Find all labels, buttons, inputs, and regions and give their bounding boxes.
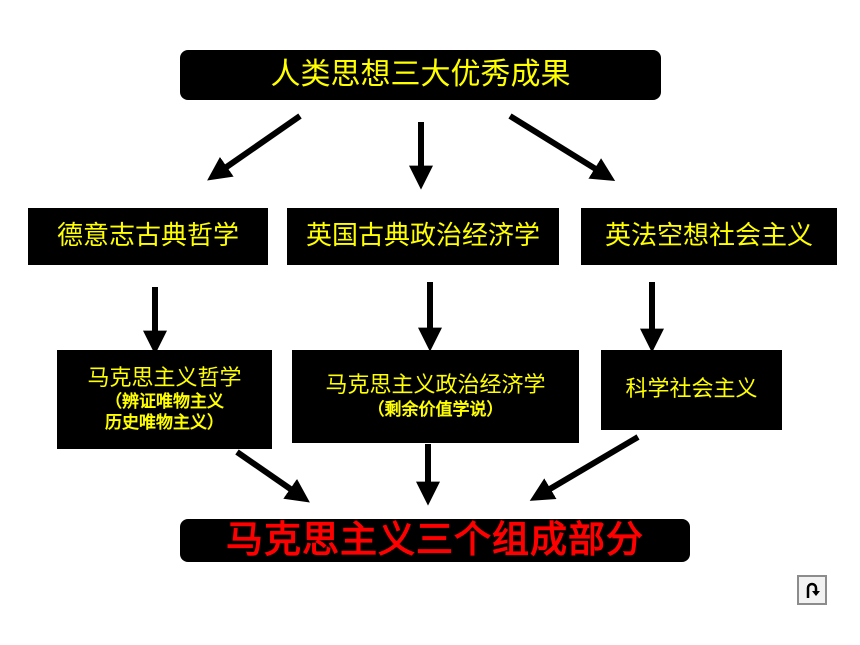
arrow-top-to-philosophy	[207, 113, 302, 181]
result-box-philosophy: 马克思主义哲学 （辨证唯物主义 历史唯物主义）	[57, 350, 272, 449]
result-note: （剩余价值学说）	[367, 399, 504, 420]
result-note: 历史唯物主义）	[105, 412, 224, 433]
result-box-economics: 马克思主义政治经济学 （剩余价值学说）	[292, 350, 579, 443]
return-arrow-icon	[806, 582, 820, 598]
source-box-socialism: 英法空想社会主义	[581, 208, 837, 265]
result-label: 科学社会主义	[625, 376, 758, 402]
result-label: 马克思主义哲学	[87, 365, 242, 391]
return-button[interactable]	[797, 575, 827, 605]
source-box-economics: 英国古典政治经济学	[287, 208, 559, 265]
top-title: 人类思想三大优秀成果	[270, 57, 571, 92]
top-title-box: 人类思想三大优秀成果	[180, 50, 661, 100]
arrow-philosophy-to-bottom	[235, 449, 310, 503]
source-label: 德意志古典哲学	[56, 220, 239, 251]
arrow-socialism-to-bottom	[529, 434, 640, 501]
result-note: （辨证唯物主义	[105, 392, 224, 413]
bottom-title: 马克思主义三个组成部分	[226, 518, 644, 562]
source-label: 英国古典政治经济学	[305, 220, 540, 251]
result-box-socialism: 科学社会主义	[601, 350, 782, 430]
arrow-top-to-socialism	[508, 113, 616, 182]
source-box-philosophy: 德意志古典哲学	[28, 208, 268, 265]
result-label: 马克思主义政治经济学	[325, 373, 546, 399]
bottom-title-box: 马克思主义三个组成部分	[180, 518, 690, 562]
source-label: 英法空想社会主义	[604, 220, 813, 251]
